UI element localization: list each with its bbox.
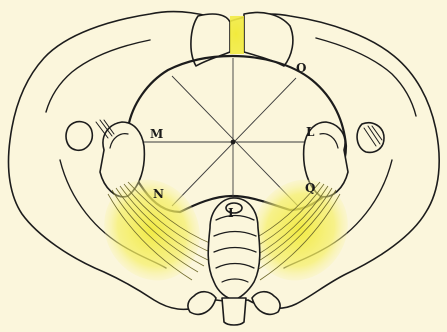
left-obturator-foramen — [66, 122, 92, 151]
label-o: O — [296, 61, 306, 75]
diameter-intersection — [231, 140, 236, 145]
label-q: Q — [305, 181, 315, 195]
sacral-base — [222, 298, 246, 325]
label-l: L — [306, 125, 315, 139]
label-n: N — [153, 187, 164, 201]
label-m: M — [150, 127, 163, 141]
label-i: I — [228, 206, 234, 220]
